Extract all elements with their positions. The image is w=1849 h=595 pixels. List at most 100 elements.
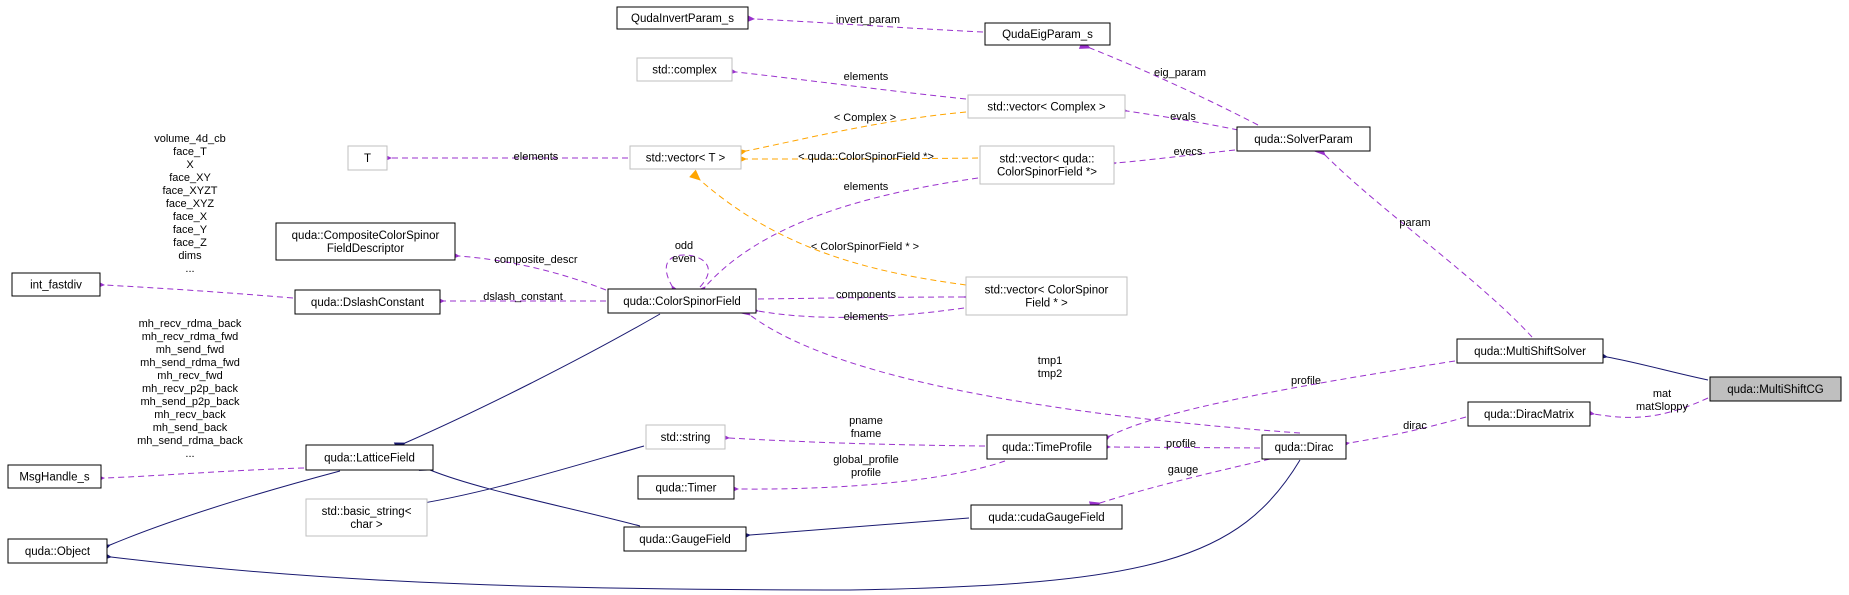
edge-label: mh_send_p2p_back [140, 396, 240, 408]
edge-label: fname [851, 428, 882, 440]
edge-label: mh_recv_rdma_back [139, 318, 242, 330]
node-obj[interactable]: quda::Object [7, 538, 108, 564]
edge-line [1583, 397, 1709, 418]
node-gf[interactable]: quda::GaugeField [623, 526, 747, 552]
edge-label: invert_param [836, 14, 900, 26]
edge-line [689, 169, 967, 286]
edge-inh-mss [1596, 350, 1709, 381]
edge-inh-cgf [739, 517, 970, 541]
edge-label: ... [185, 448, 194, 460]
edge-line [418, 461, 641, 527]
edge-label: elements [844, 311, 889, 323]
node-qip[interactable]: QudaInvertParam_s [616, 6, 749, 30]
edge-label: face_T [173, 146, 207, 158]
edge-label: mh_recv_fwd [157, 370, 222, 382]
node-ifd[interactable]: int_fastdiv [11, 272, 101, 297]
edge-inh-lf-obj [98, 470, 341, 554]
node-box [305, 444, 434, 471]
edge-label: elements [844, 71, 889, 83]
edge-label: < ColorSpinorField * > [811, 241, 919, 253]
node-label: char > [350, 519, 383, 531]
node-label: FieldDescriptor [327, 243, 404, 255]
edge-tmpl-csfp: < quda::ColorSpinorField *> [735, 151, 979, 165]
node-label: quda::DiracMatrix [1484, 409, 1574, 421]
node-label: quda::ColorSpinorField [623, 296, 741, 308]
node-box [636, 57, 733, 82]
edge-line [394, 445, 645, 513]
node-box [979, 145, 1115, 185]
edge-tmpl-csfp2: < ColorSpinorField * > [689, 169, 967, 286]
node-dc[interactable]: quda::DslashConstant [294, 289, 441, 315]
node-box [637, 475, 735, 500]
node-tp[interactable]: quda::TimeProfile [986, 434, 1108, 460]
edge-line [93, 279, 294, 299]
edge-label: mh_send_rdma_fwd [140, 357, 240, 369]
node-sp[interactable]: quda::SolverParam [1236, 126, 1371, 152]
edge-line [735, 111, 967, 158]
edge-inh-dirac-obj [100, 459, 1301, 591]
node-mscg[interactable]: quda::MultiShiftCG [1709, 376, 1842, 402]
edge-line [757, 291, 975, 302]
node-box [1236, 126, 1371, 152]
node-label: quda::cudaGaugeField [988, 512, 1104, 524]
node-vcsf[interactable]: std::vector< quda::ColorSpinorField *> [979, 145, 1115, 185]
edge-label: profile [1166, 438, 1196, 450]
node-dirac[interactable]: quda::Dirac [1261, 434, 1347, 460]
node-bstr[interactable]: std::basic_string<char > [305, 498, 428, 537]
node-box [275, 222, 456, 261]
node-vcsf2[interactable]: std::vector< ColorSpinorField * > [965, 276, 1128, 316]
node-box [305, 498, 428, 537]
node-ccsfd[interactable]: quda::CompositeColorSpinorFieldDescripto… [275, 222, 456, 261]
edge-label: profile [851, 467, 881, 479]
node-cgf[interactable]: quda::cudaGaugeField [970, 504, 1123, 530]
node-box [967, 94, 1126, 119]
node-csf[interactable]: quda::ColorSpinorField [607, 288, 757, 314]
edge-label: odd [675, 240, 693, 252]
edge-label: face_XY [169, 172, 211, 184]
node-box [1467, 401, 1591, 427]
edge-label: face_Z [173, 237, 207, 249]
edge-label: tmp1 [1038, 355, 1062, 367]
edge-dirac: dirac [1338, 416, 1467, 450]
node-mss[interactable]: quda::MultiShiftSolver [1456, 338, 1604, 364]
edge-label: dims [178, 250, 202, 262]
edge-line [93, 467, 305, 484]
node-mh[interactable]: MsgHandle_s [7, 464, 102, 489]
edge-inh-gf-lf [418, 461, 641, 527]
edge-label: mh_send_fwd [156, 344, 225, 356]
node-qep[interactable]: QudaEigParam_s [984, 22, 1111, 46]
edge-invert: invert_param [743, 13, 984, 33]
node-label: Field * > [1025, 298, 1068, 310]
edge-label: < quda::ColorSpinorField *> [798, 151, 934, 163]
node-dm[interactable]: quda::DiracMatrix [1467, 401, 1591, 427]
edge-label: mh_recv_back [154, 409, 226, 421]
edge-mh: mh_recv_rdma_backmh_recv_rdma_fwdmh_send… [93, 318, 305, 484]
node-lf[interactable]: quda::LatticeField [305, 444, 434, 471]
node-box [645, 424, 726, 450]
edge-line [1078, 39, 1259, 126]
node-box [965, 276, 1128, 316]
node-box [984, 22, 1111, 46]
node-cplx[interactable]: std::complex [636, 57, 733, 82]
edge-label: param [1399, 217, 1430, 229]
edge-label: dirac [1403, 420, 1427, 432]
node-box [1261, 434, 1347, 460]
node-timer[interactable]: quda::Timer [637, 475, 735, 500]
node-vcplx[interactable]: std::vector< Complex > [967, 94, 1126, 119]
edge-line [735, 154, 979, 165]
edge-label: dslash_constant [483, 291, 563, 303]
edge-label: X [186, 159, 194, 171]
edge-label: volume_4d_cb [154, 133, 226, 145]
node-T[interactable]: T [347, 145, 388, 171]
node-label: quda::MultiShiftSolver [1474, 346, 1586, 358]
edge-label: profile [1291, 375, 1321, 387]
node-vT[interactable]: std::vector< T > [629, 145, 742, 170]
edge-tmpl-cplx: < Complex > [735, 111, 967, 158]
edge-fastdiv: volume_4d_cbface_TXface_XYface_XYZTface_… [93, 133, 294, 299]
node-str[interactable]: std::string [645, 424, 726, 450]
edge-label: evecs [1174, 146, 1203, 158]
edge-label: matSloppy [1636, 401, 1688, 413]
